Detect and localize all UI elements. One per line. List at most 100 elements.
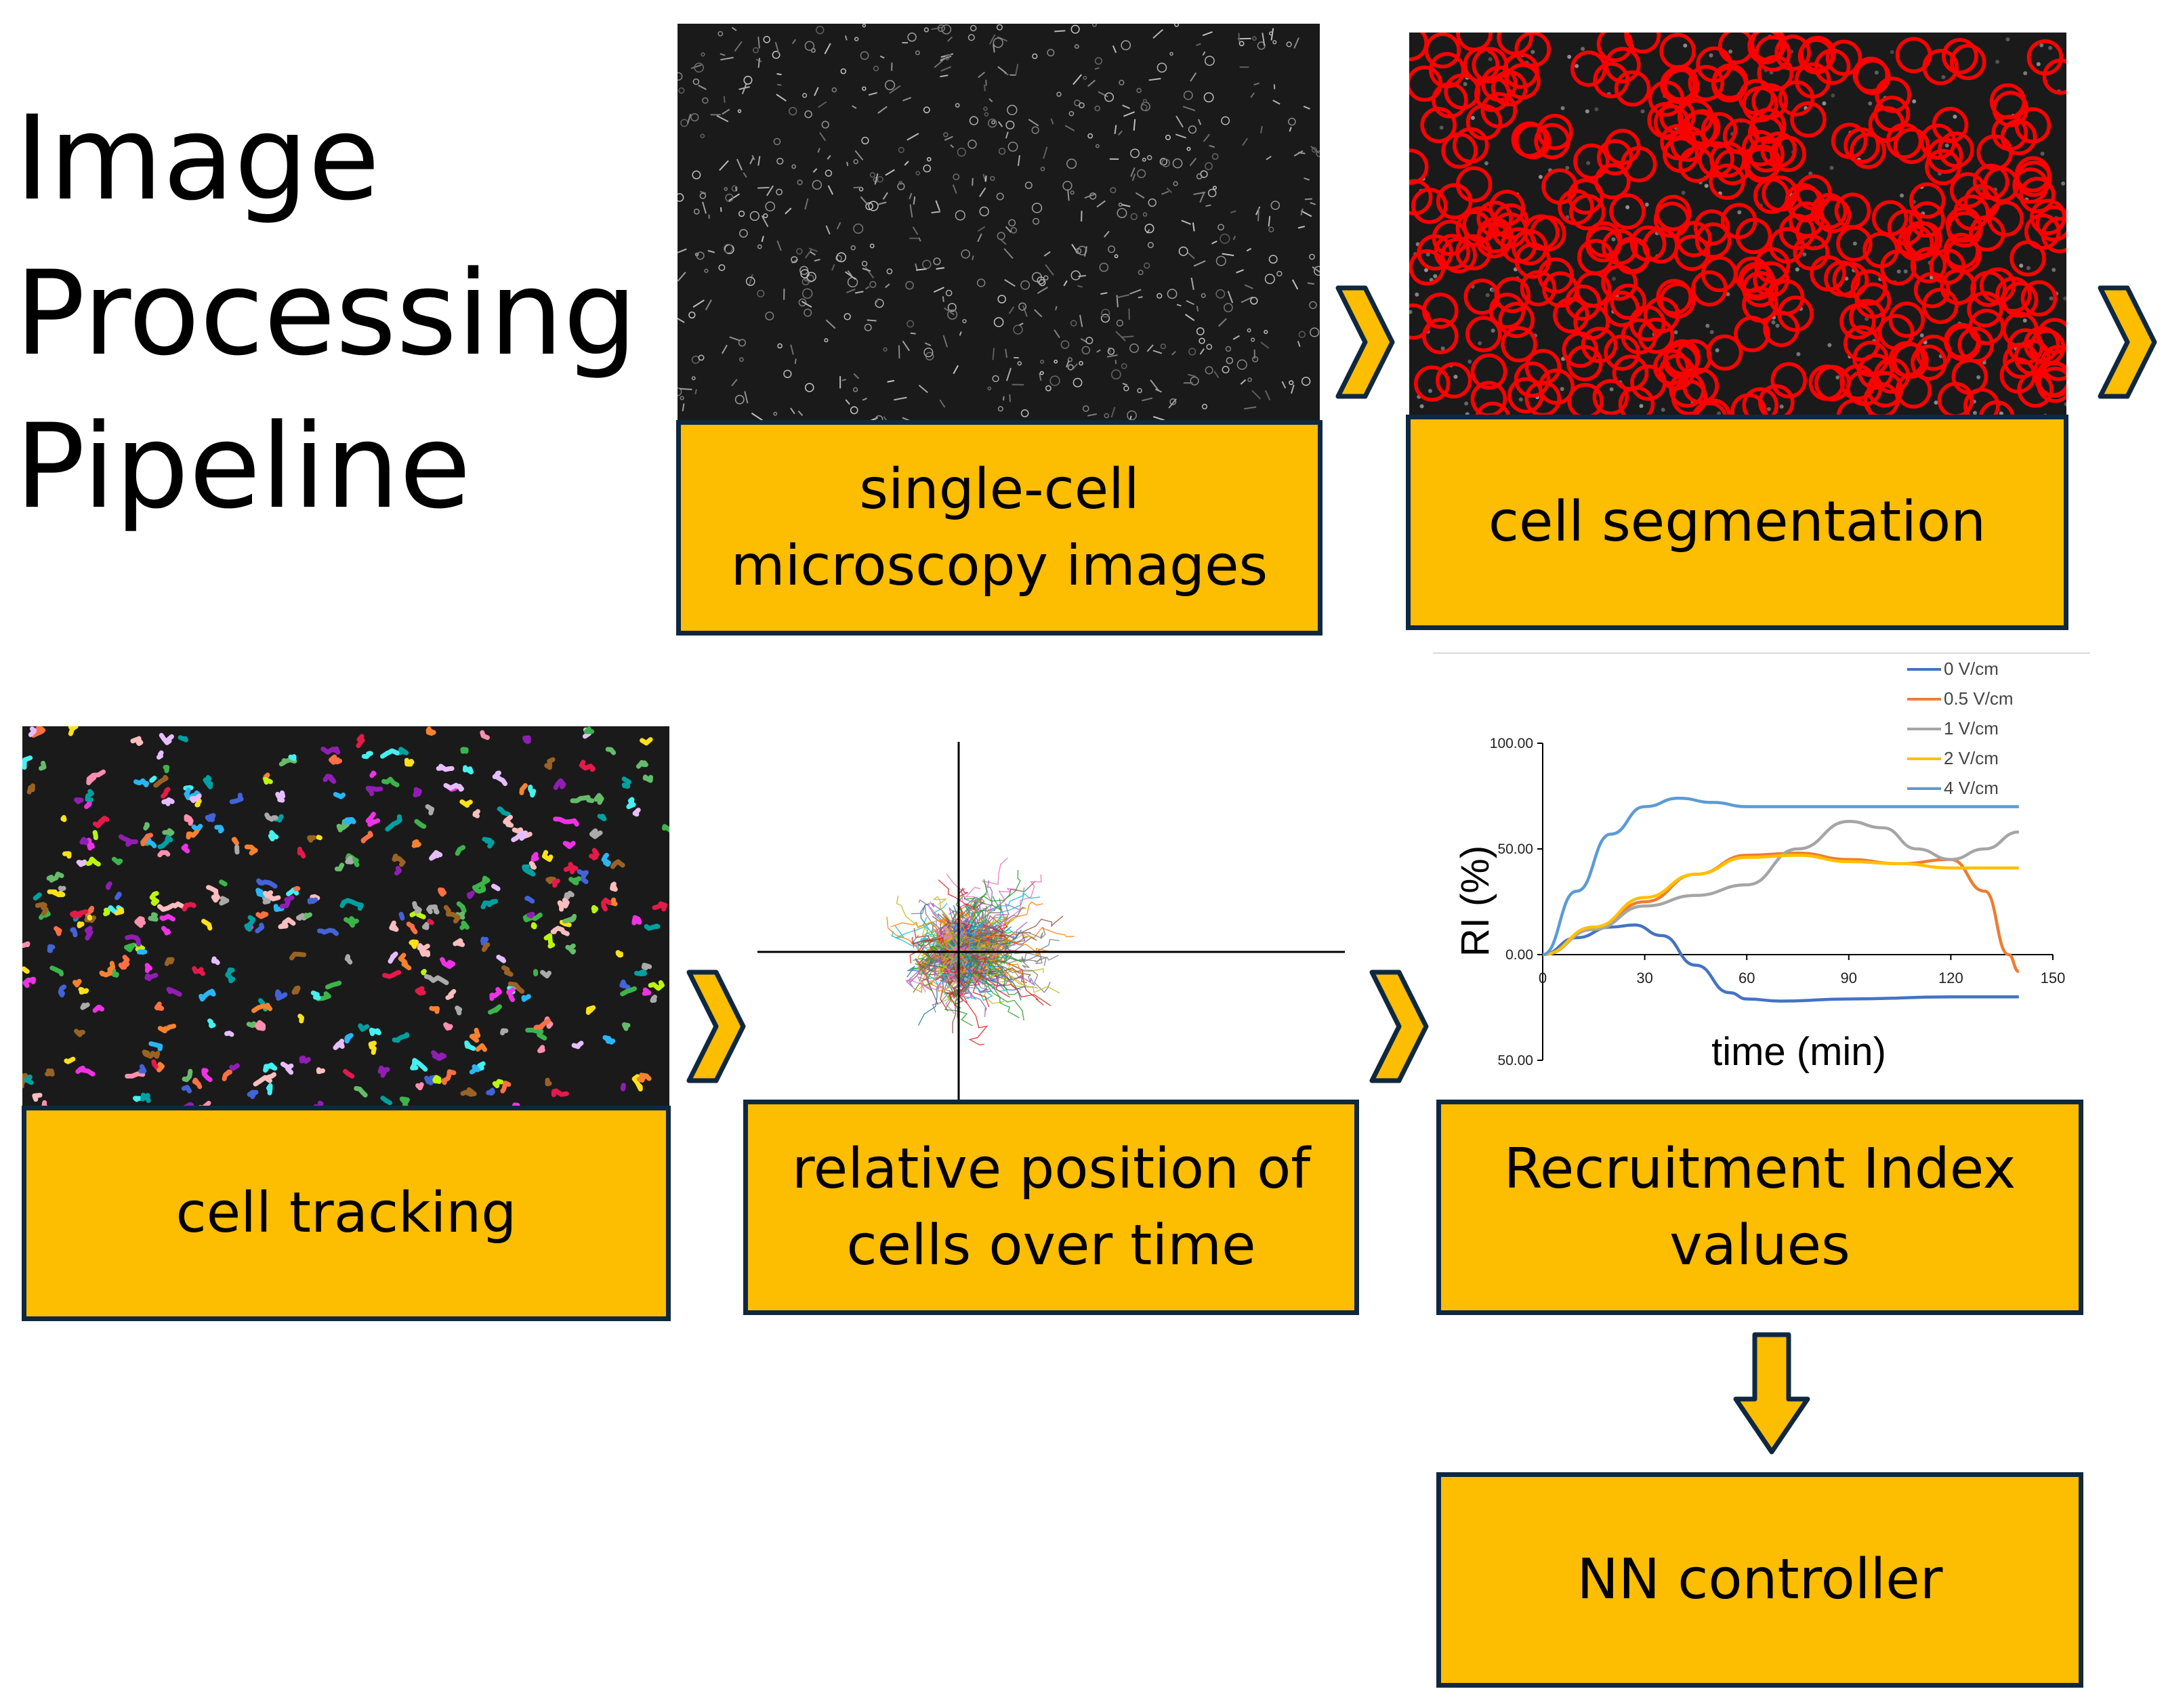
cell-blob <box>1982 360 1986 365</box>
cell-blob <box>1919 333 1924 337</box>
cell-blob <box>1238 41 1245 47</box>
trajectory <box>142 1049 161 1059</box>
cell-blob <box>812 180 822 190</box>
trajectory <box>87 914 93 921</box>
trajectory <box>511 830 528 842</box>
cell-blob <box>1903 269 1908 274</box>
segmentation-circle <box>1520 270 1557 307</box>
trajectory <box>621 1022 631 1031</box>
cell-blob <box>1190 376 1199 386</box>
trajectory <box>642 774 653 783</box>
trajectory <box>92 830 98 840</box>
step-microscopy-label-1: single-cell <box>859 457 1140 522</box>
cell-blob <box>1205 366 1213 375</box>
cell-blob <box>1193 191 1206 195</box>
segmentation-circle <box>1494 276 1531 314</box>
trajectory <box>537 1045 545 1054</box>
trajectory <box>191 824 203 833</box>
cell-blob <box>1661 407 1665 412</box>
segmentation-circle <box>1624 33 1661 54</box>
trajectory <box>310 894 320 900</box>
step-recruitment-box: Recruitment Index values <box>1436 1100 2083 1315</box>
trajectory <box>333 791 346 799</box>
trajectory <box>251 1003 273 1014</box>
cell-blob <box>1211 240 1217 245</box>
cell-blob <box>1822 101 1827 106</box>
trajectory <box>559 919 572 928</box>
cell-blob <box>1142 157 1146 162</box>
cell-blob <box>725 193 734 203</box>
cell-blob <box>1123 386 1129 392</box>
trajectory <box>316 1067 325 1075</box>
cell-blob <box>970 24 977 32</box>
trajectory <box>644 923 661 931</box>
cell-blob <box>1152 350 1163 354</box>
trajectory <box>60 815 67 822</box>
cell-blob <box>1453 375 1458 379</box>
page-title-line-2: Processing <box>15 245 638 381</box>
trajectory <box>492 1079 504 1089</box>
cell-blob <box>1020 409 1029 417</box>
trajectory <box>530 922 537 930</box>
cell-blob <box>868 201 879 211</box>
trajectory <box>154 1001 165 1011</box>
cell-blob <box>804 41 815 51</box>
cell-blob <box>923 164 932 173</box>
cell-blob <box>1560 106 1565 110</box>
cell-blob <box>1094 66 1100 70</box>
cell-blob <box>1005 226 1012 233</box>
cell-blob <box>691 376 696 381</box>
cell-blob <box>889 85 901 94</box>
trajectory <box>33 892 42 901</box>
cell-blob <box>1484 161 1488 166</box>
cell-blob <box>898 146 904 153</box>
trajectory <box>291 985 301 995</box>
cell-blob <box>1116 319 1124 327</box>
trajectory <box>255 922 265 934</box>
segmentation-circle <box>1455 210 1493 247</box>
cell-blob <box>1217 318 1227 327</box>
cell-blob <box>1201 404 1208 410</box>
cell-blob <box>1130 148 1140 159</box>
cell-blob <box>776 188 783 196</box>
cell-blob <box>1225 346 1232 352</box>
cell-blob <box>853 159 858 165</box>
cell-blob <box>1625 205 1630 209</box>
segmentation-circle <box>1409 65 1443 102</box>
relative-trajectory <box>951 905 987 953</box>
trajectory <box>600 897 612 912</box>
trajectory <box>22 1075 34 1085</box>
segmentation-circle <box>1811 192 1848 230</box>
relative-trajectory <box>958 930 993 953</box>
cell-blob <box>731 185 738 192</box>
segmentation-circle <box>1514 123 1551 159</box>
segmentation-circle <box>1681 110 1717 147</box>
cell-blob <box>1130 167 1136 178</box>
cell-blob <box>717 30 724 37</box>
segmentation-circle <box>1926 137 1963 174</box>
segmentation-circle <box>1682 367 1719 404</box>
cell-blob <box>1148 78 1161 81</box>
segmentation-circle <box>1465 316 1502 352</box>
legend-label: 1 V/cm <box>1944 718 1999 738</box>
trajectory <box>453 938 465 947</box>
trajectory <box>583 726 595 734</box>
segmentation-circle <box>1943 232 1980 270</box>
cell-blob <box>1131 173 1136 182</box>
cell-blob <box>1276 270 1283 277</box>
cell-blob <box>996 192 1004 201</box>
trajectory <box>325 980 342 990</box>
segmentation-circle <box>1498 301 1535 339</box>
cell-blob <box>798 298 807 307</box>
trajectory <box>339 898 364 911</box>
segmentation-circle <box>1581 327 1618 363</box>
cell-blob <box>869 243 875 249</box>
cell-blob <box>1796 352 1801 356</box>
cell-blob <box>1181 220 1191 225</box>
cell-blob <box>1560 387 1564 392</box>
cell-blob <box>744 391 749 404</box>
relative-trajectory <box>912 951 959 993</box>
trajectory <box>563 862 579 875</box>
trajectory <box>299 1056 311 1064</box>
cell-blob <box>791 256 798 264</box>
